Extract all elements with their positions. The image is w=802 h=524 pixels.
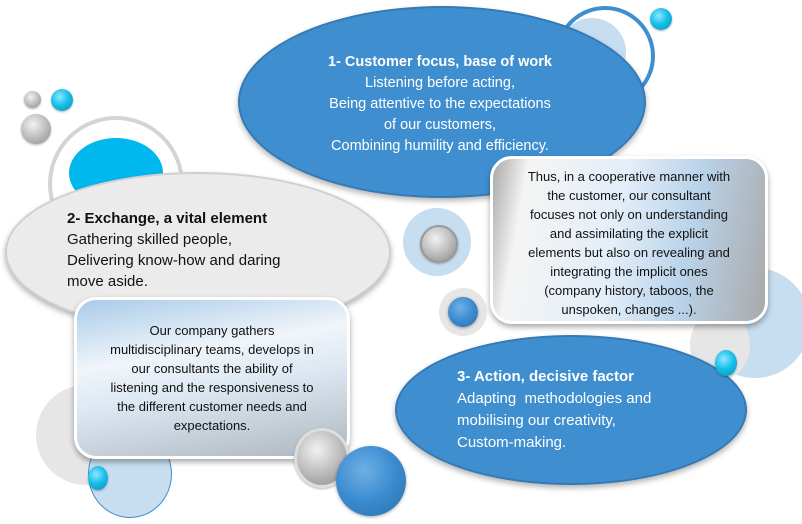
cyan-dot-right [715,350,737,376]
box-cooperative-manner: Thus, in a cooperative manner with the c… [490,156,768,324]
box1-line: integrating the implicit ones [550,264,708,279]
bubble-action [395,335,747,485]
box1-line: Thus, in a cooperative manner with [527,169,731,184]
cyan-dot-bottom-left [88,466,108,490]
blue-dot-mid [448,297,478,327]
gray-dot-medium [21,114,51,144]
gray-button-mid [420,225,458,263]
box2-line: Our company gathers [149,323,275,338]
box1-line: the customer, our consultant [547,188,711,203]
box2-line: expectations. [173,418,251,433]
box1-line: and assimilating the explicit [549,226,709,241]
box2-line: our consultants the ability of [131,361,293,376]
bubble1-line: Being attentive to the expectations [329,96,551,112]
bubble2-line: Gathering skilled people, [67,231,233,248]
bubble2-text: 2- Exchange, a vital element Gathering s… [67,208,367,292]
bubble3-title: 3- Action, decisive factor [457,368,634,385]
box1-line: unspoken, changes ...). [561,302,697,317]
box2-line: the different customer needs and [117,399,307,414]
bubble2-line: Delivering know-how and daring [67,252,281,269]
bubble3-line: Custom-making. [457,434,567,451]
gray-dot-small [24,91,41,108]
bubble1-line: of our customers, [383,117,496,133]
bubble3-line: mobilising our creativity, [457,412,616,429]
box1-line: focuses not only on understanding [529,207,729,222]
bubble1-line: Listening before acting, [365,75,515,91]
cyan-dot-top-right [650,8,672,30]
cyan-dot-left [51,89,73,111]
bubble3-line: Adapting methodologies and [457,390,652,407]
box1-line: elements but also on revealing and [528,245,730,260]
box1-line: (company history, taboos, the [544,283,714,298]
bubble3-text: 3- Action, decisive factor Adapting meth… [457,366,727,454]
box2-line: multidisciplinary teams, develops in [110,342,314,357]
bubble2-title: 2- Exchange, a vital element [67,210,268,227]
box2-line: listening and the responsiveness to [110,380,314,395]
bubble1-title: 1- Customer focus, base of work [328,54,552,70]
bubble1-line: Combining humility and efficiency. [331,138,549,154]
blue-circle-bottom [336,446,406,516]
bubble2-line: move aside. [67,273,148,290]
box-company-gathers: Our company gathers multidisciplinary te… [74,297,350,459]
bubble1-text: 1- Customer focus, base of work Listenin… [270,52,610,157]
